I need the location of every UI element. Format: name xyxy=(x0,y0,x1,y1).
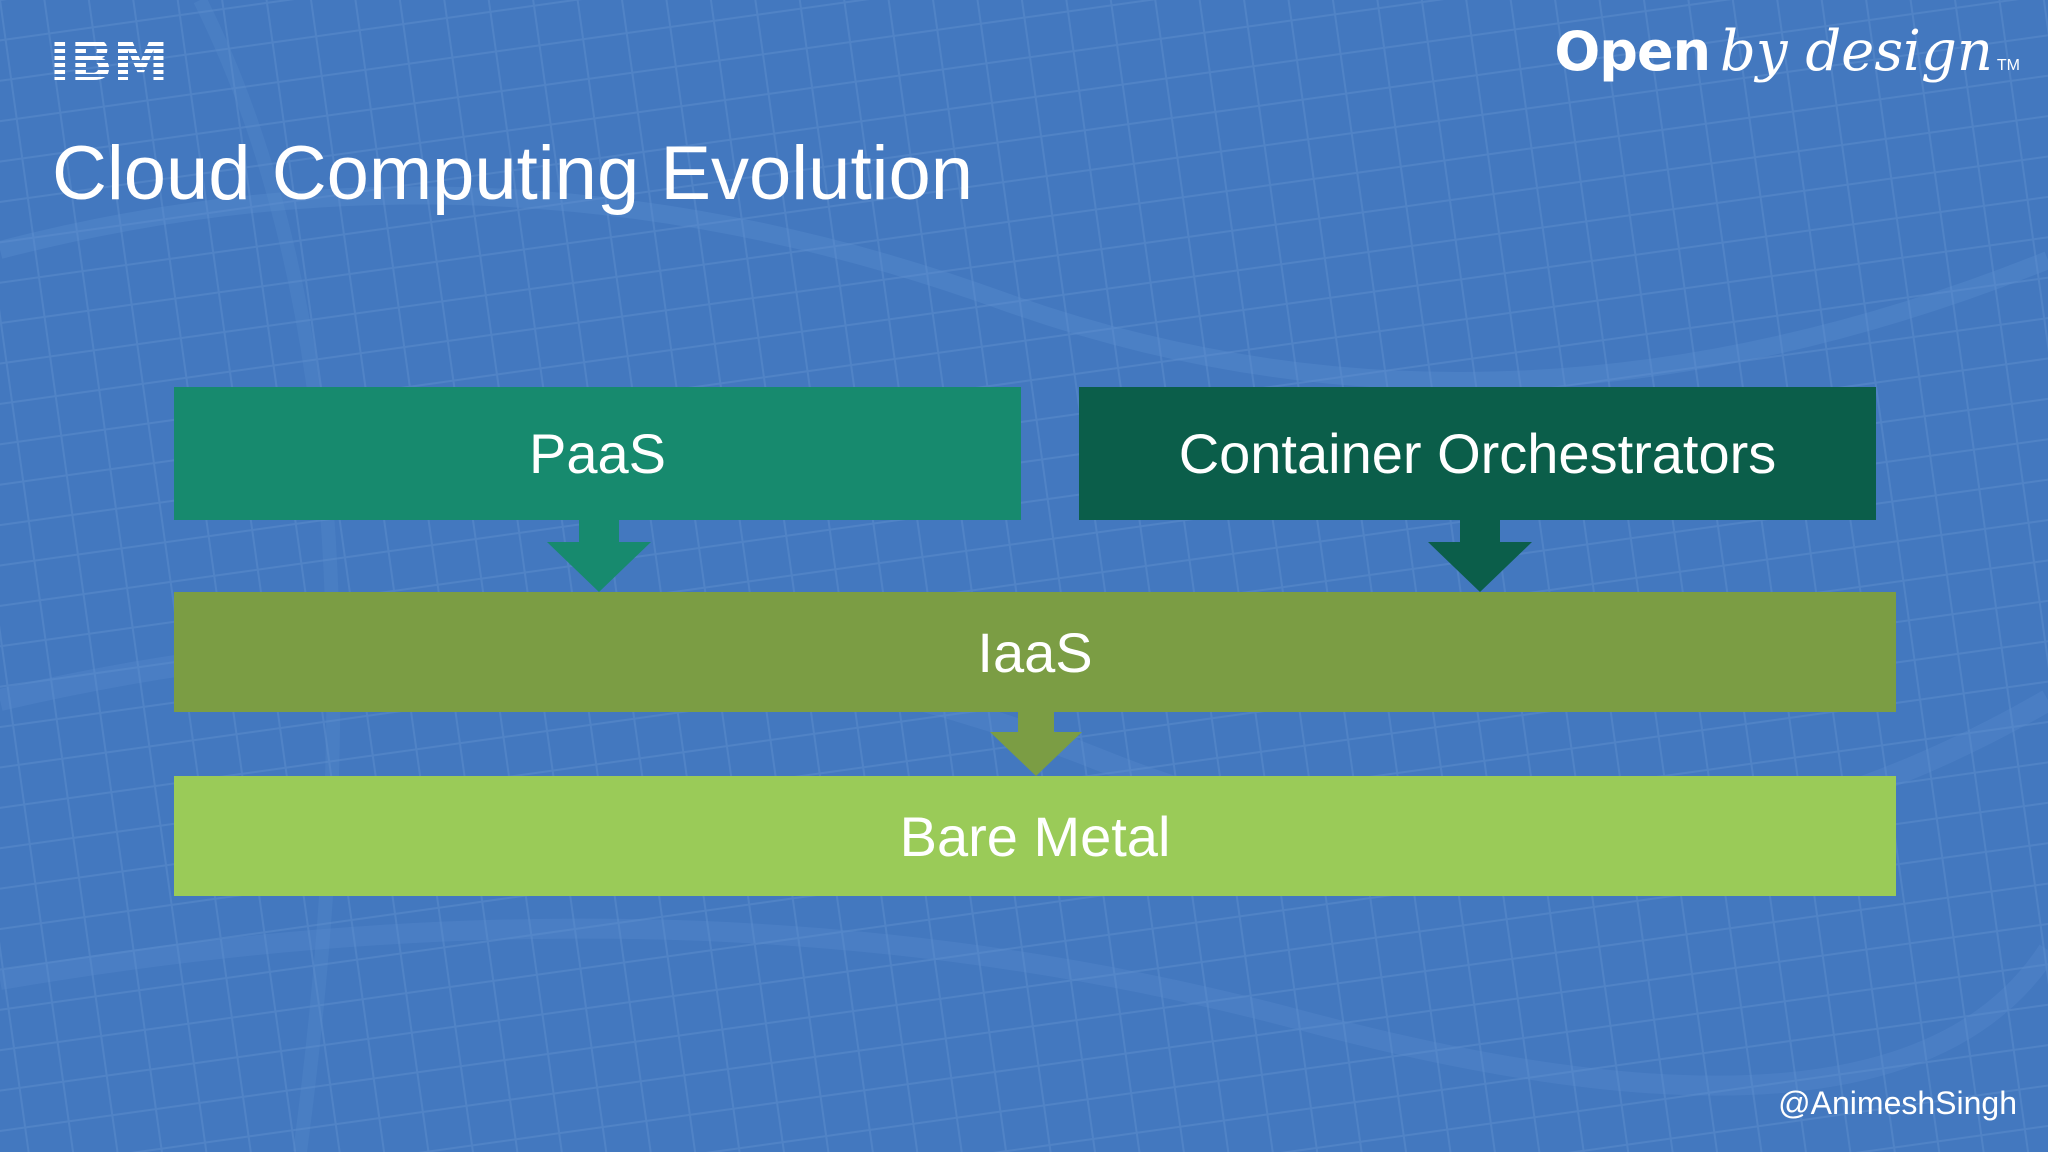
tagline-open: Open xyxy=(1554,20,1711,83)
tagline-by-design: by design xyxy=(1720,19,1993,84)
iaas-to-bare-metal-arrow xyxy=(990,712,1082,776)
ibm-logo: IBM xyxy=(48,34,170,86)
paas-to-iaas-arrow xyxy=(547,520,651,592)
svg-text:IBM: IBM xyxy=(49,34,168,86)
container-orchestrators-to-iaas-arrow xyxy=(1428,520,1532,592)
container-orchestrators-box: Container Orchestrators xyxy=(1079,387,1876,520)
paas-box: PaaS xyxy=(174,387,1021,520)
trademark-mark: TM xyxy=(1996,57,2020,74)
iaas-box: IaaS xyxy=(174,592,1896,712)
bare-metal-box: Bare Metal xyxy=(174,776,1896,896)
author-credit: @AnimeshSingh xyxy=(1778,1085,2017,1121)
slide-title: Cloud Computing Evolution xyxy=(52,131,973,216)
